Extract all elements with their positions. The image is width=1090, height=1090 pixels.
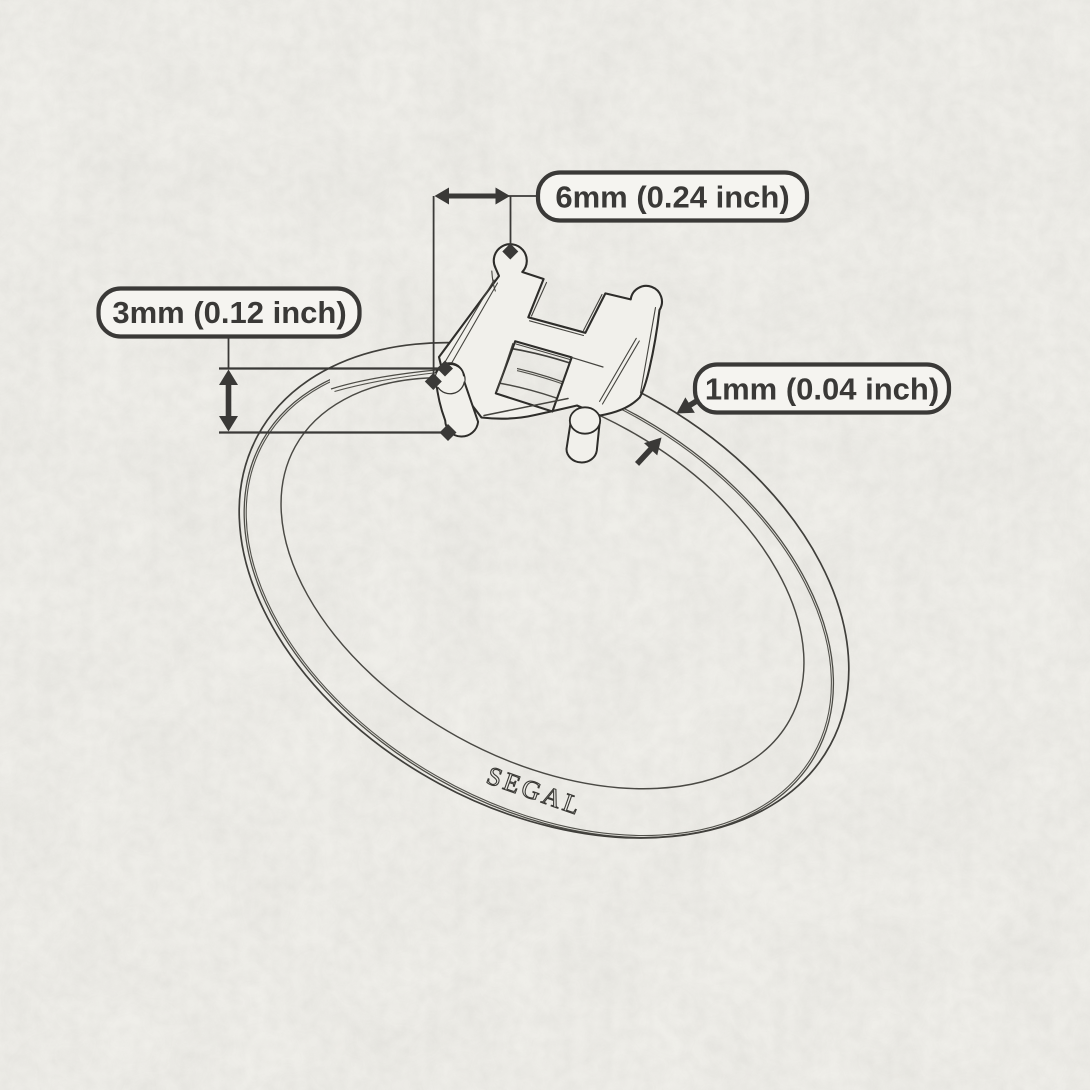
svg-text:1mm (0.04 inch): 1mm (0.04 inch) (705, 372, 939, 407)
svg-text:6mm (0.24 inch): 6mm (0.24 inch) (555, 180, 789, 215)
svg-text:3mm (0.12 inch): 3mm (0.12 inch) (112, 295, 346, 330)
